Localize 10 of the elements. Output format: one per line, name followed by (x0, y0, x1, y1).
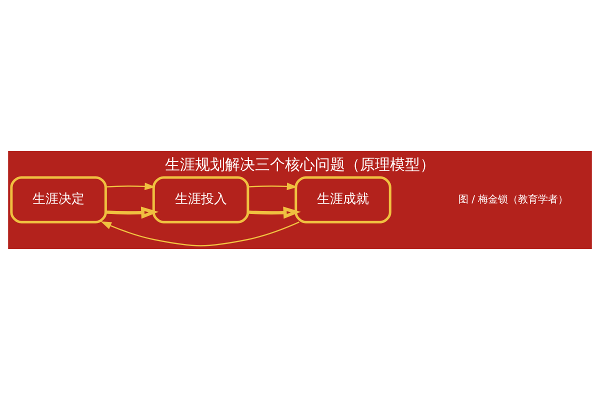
node-box: 生涯成就 (294, 176, 392, 224)
arrow (106, 206, 159, 219)
arrow (248, 206, 301, 219)
node-box: 生涯投入 (152, 176, 250, 224)
diagram-title: 生涯规划解决三个核心问题（原理模型） (165, 156, 435, 174)
arrow (248, 182, 298, 190)
arrow (100, 221, 300, 246)
caption: 图 / 梅金锁（教育学者） (458, 194, 568, 206)
node-box: 生涯决定 (10, 176, 107, 224)
arrow (106, 182, 156, 190)
